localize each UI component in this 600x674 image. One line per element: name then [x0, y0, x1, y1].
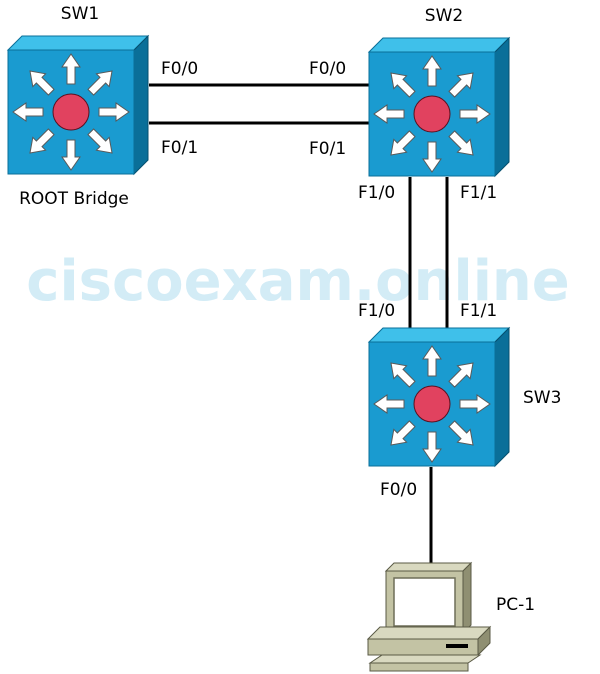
port-label: F0/0: [309, 59, 346, 79]
port-label: F1/1: [460, 301, 497, 321]
pc1-label: PC-1: [496, 595, 535, 615]
port-label: F1/0: [358, 301, 395, 321]
port-label: F0/1: [309, 139, 346, 159]
watermark-text: ciscoexam.online: [26, 249, 569, 314]
port-label: F0/0: [380, 480, 417, 500]
desktop-pc-icon[interactable]: [366, 561, 492, 672]
sw3-label: SW3: [523, 388, 561, 408]
multilayer-switch-icon[interactable]: [369, 328, 509, 466]
port-label: F1/0: [358, 183, 395, 203]
port-label: F1/1: [460, 183, 497, 203]
sw1-role-label: ROOT Bridge: [19, 189, 129, 209]
links: [149, 83, 449, 563]
port-label: F0/1: [161, 138, 198, 158]
sw2-label: SW2: [425, 6, 463, 26]
multilayer-switch-icon[interactable]: [369, 38, 509, 176]
multilayer-switch-icon[interactable]: [8, 36, 148, 174]
port-label: F0/0: [161, 59, 198, 79]
sw1-label: SW1: [61, 4, 99, 24]
